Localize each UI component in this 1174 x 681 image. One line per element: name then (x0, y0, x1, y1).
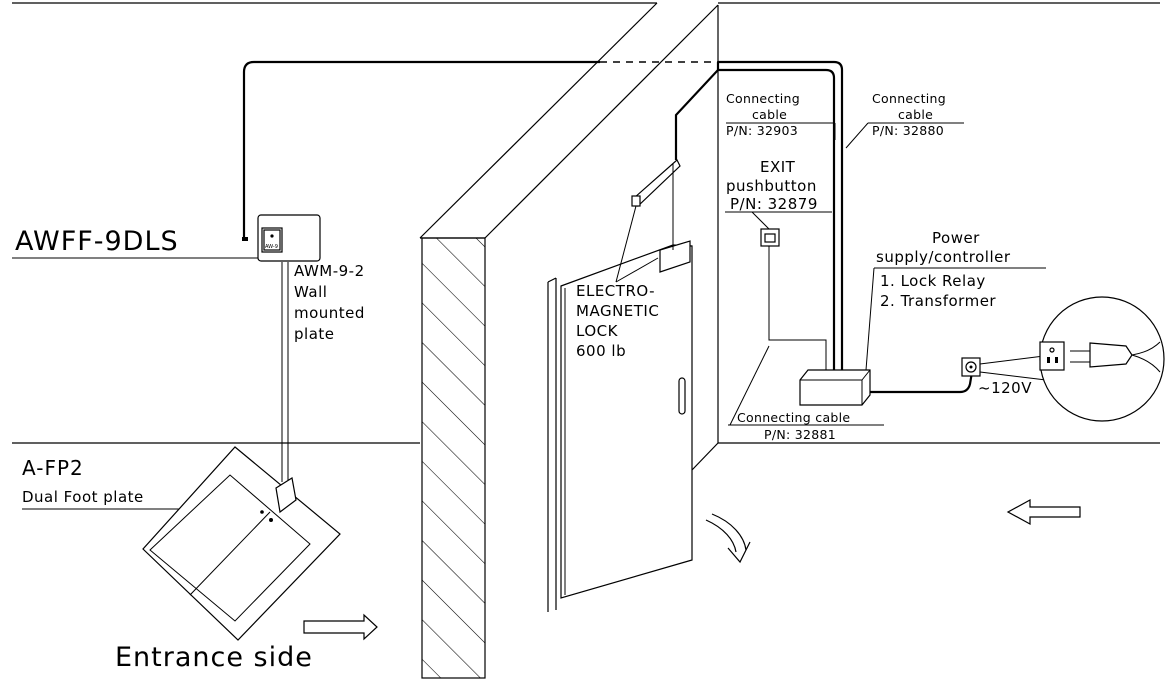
voltage-label: ~120V (978, 379, 1032, 397)
exit-pushbutton (760, 228, 780, 247)
cable1-label-line-2: cable (752, 107, 787, 122)
cable1-label-line-1: Connecting (726, 91, 800, 106)
cable2-part-number: P/N: 32880 (872, 123, 944, 138)
footplate-desc-label: Dual Foot plate (22, 488, 144, 506)
awff-9dls-wall-plate: AW-9 (242, 214, 321, 262)
leader-lines (12, 122, 1046, 510)
awm-plate-text: AW-9 (265, 244, 278, 250)
electromagnetic-lock-hardware (631, 159, 691, 273)
lock-label-line-2: MAGNETIC (576, 302, 659, 320)
door-swing-arrow-icon (705, 513, 751, 564)
exit-label-line-1: EXIT (760, 158, 796, 176)
wall-outlet (961, 357, 981, 377)
wiring (242, 60, 974, 482)
awm-desc-line-3: plate (294, 325, 335, 343)
power-label-line-4: 2. Transformer (880, 292, 996, 310)
hatched-wall-section (421, 237, 486, 679)
door (547, 244, 693, 612)
exit-label-line-2: pushbutton (726, 177, 817, 195)
awm-desc-line-1: Wall (294, 283, 327, 301)
exit-direction-arrow-icon (1006, 498, 1081, 526)
entrance-direction-arrow-icon (303, 613, 378, 641)
awff-model-label: AWFF-9DLS (15, 226, 179, 257)
lock-label-line-1: ELECTRO- (576, 282, 655, 300)
cable3-part-number: P/N: 32881 (764, 427, 836, 442)
power-label-line-2: supply/controller (876, 248, 1011, 266)
cable1-part-number: P/N: 32903 (726, 123, 798, 138)
cable2-label-line-2: cable (898, 107, 933, 122)
awm-desc-line-2: mounted (294, 304, 365, 322)
dual-foot-plate (142, 446, 341, 641)
awm-model-label: AWM-9-2 (294, 262, 365, 280)
power-supply-controller-box (799, 369, 871, 406)
lock-label-line-4: 600 lb (576, 342, 626, 360)
cable3-label: Connecting cable (737, 410, 850, 425)
room-walls (12, 2, 1160, 471)
entrance-side-label: Entrance side (115, 642, 313, 673)
cable2-label-line-1: Connecting (872, 91, 946, 106)
plug-detail-circle (979, 296, 1165, 422)
footplate-model-label: A-FP2 (22, 456, 84, 480)
door-handle (678, 377, 686, 415)
lock-label-line-3: LOCK (576, 322, 619, 340)
power-label-line-3: 1. Lock Relay (880, 272, 986, 290)
power-label-line-1: Power (932, 229, 980, 247)
exit-part-number: P/N: 32879 (730, 195, 818, 213)
